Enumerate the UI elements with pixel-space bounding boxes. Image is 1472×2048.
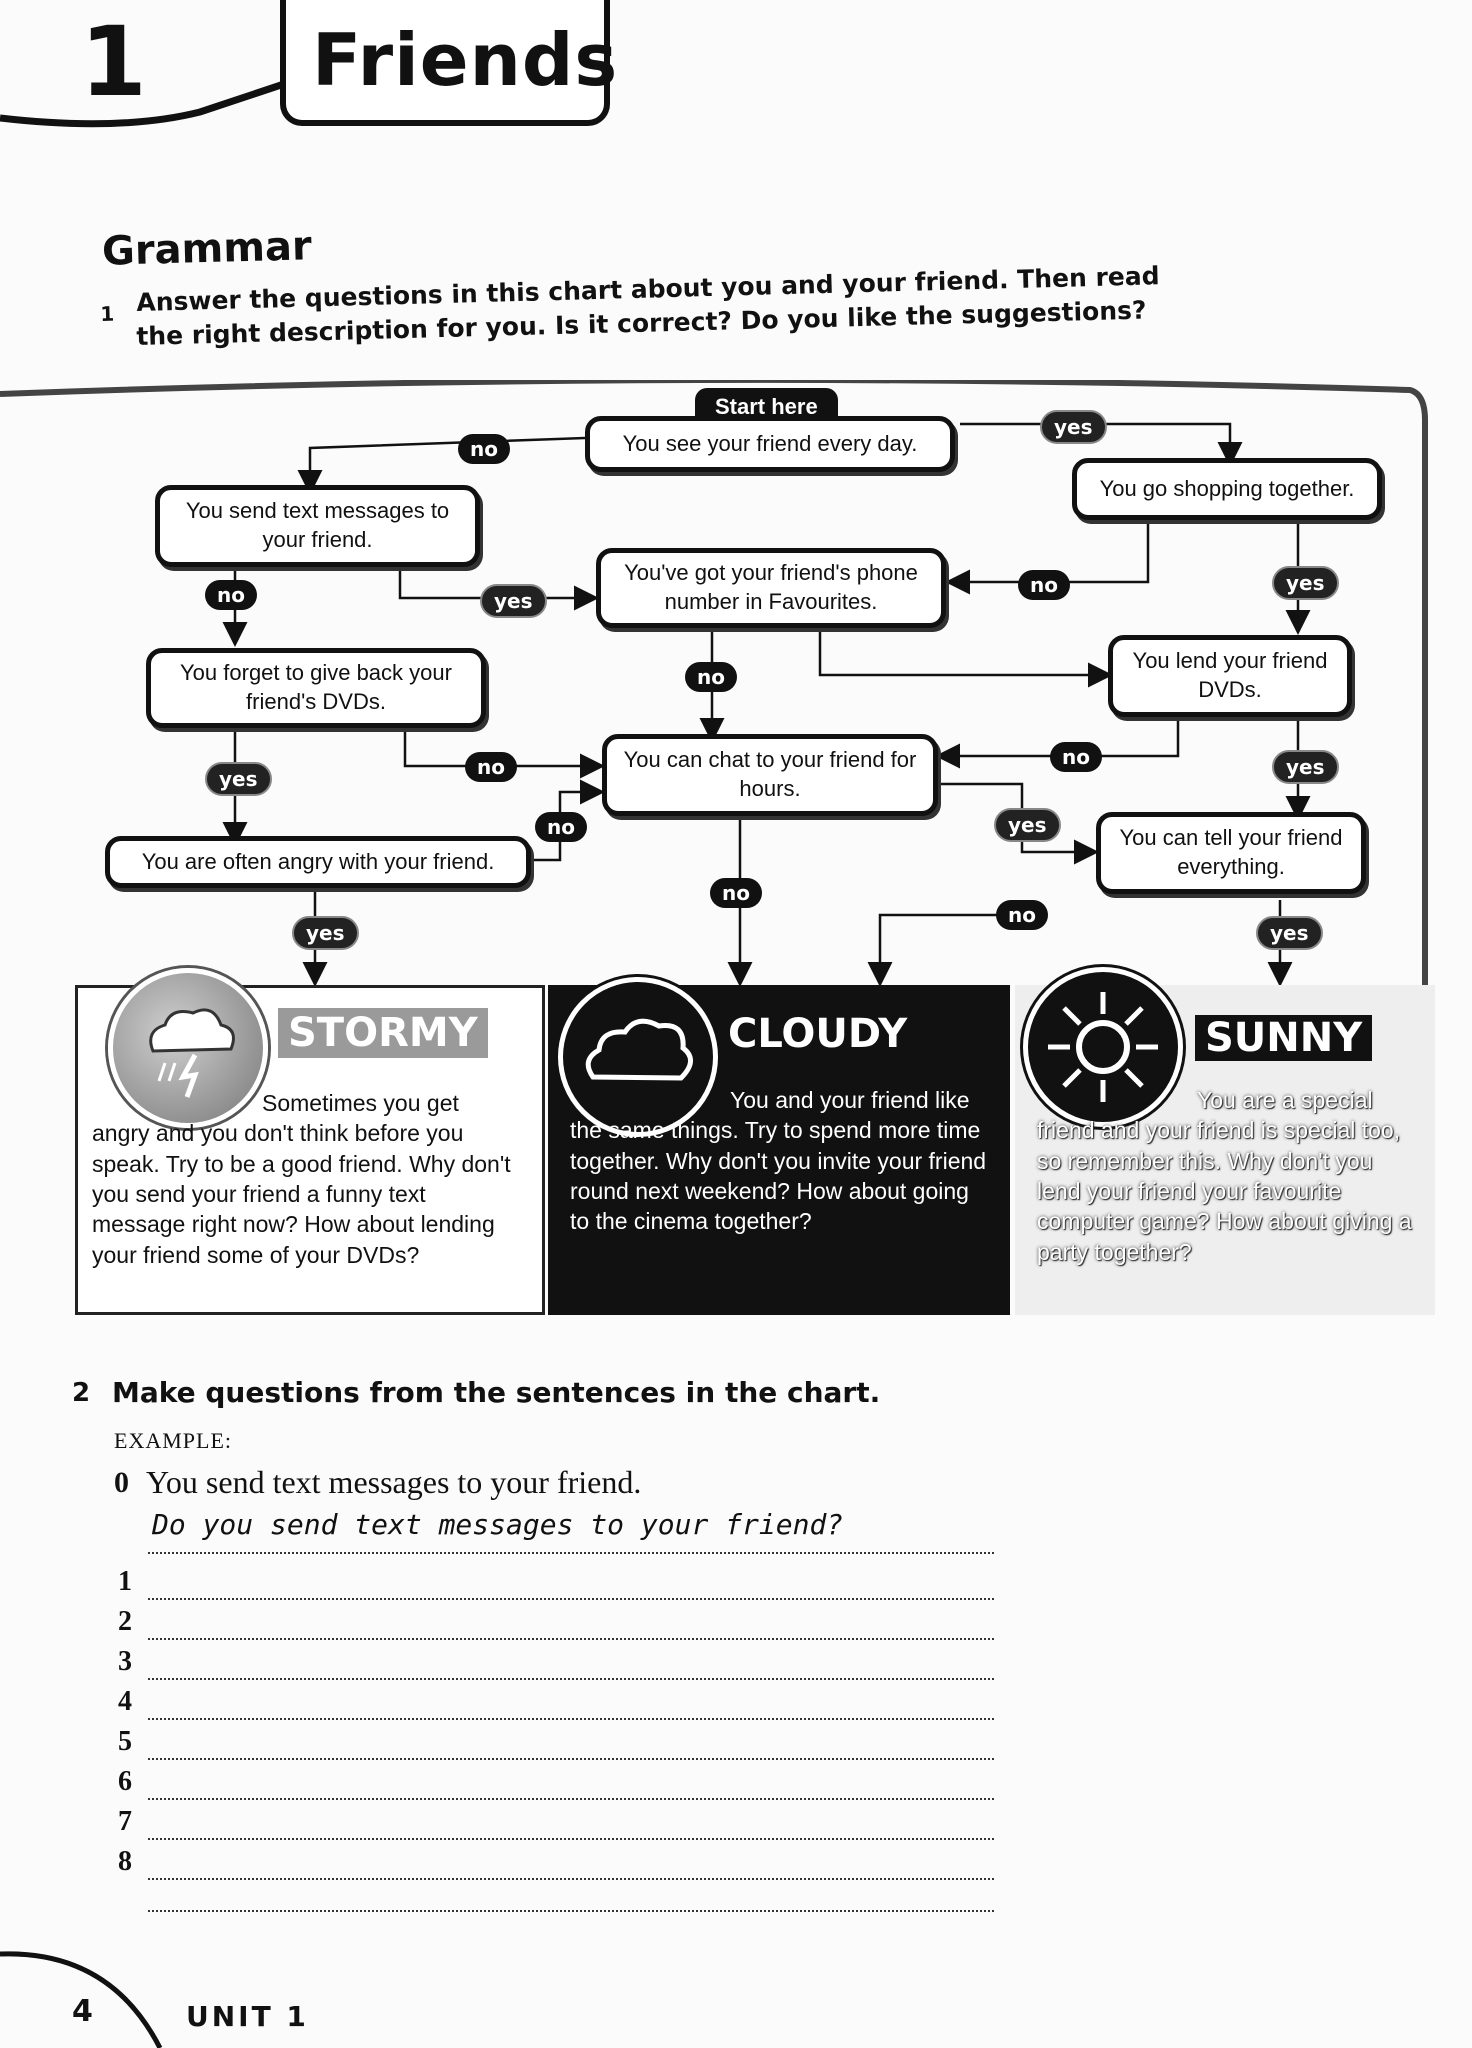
result-panel-stormy: STORMY Sometimes you get angry and you d…	[75, 968, 545, 1315]
node-tell-everything: You can tell your friend everything.	[1096, 812, 1366, 894]
answer-line-3[interactable]	[148, 1678, 994, 1680]
answer-line-1[interactable]	[148, 1598, 994, 1600]
section-heading: Grammar	[101, 223, 313, 275]
answer-line-7[interactable]	[148, 1838, 994, 1840]
label-yes: yes	[1272, 750, 1339, 784]
answer-number: 3	[118, 1646, 132, 1677]
example-answer: Do you send text messages to your friend…	[152, 1508, 844, 1541]
answer-line-extra[interactable]	[148, 1910, 994, 1912]
label-yes: yes	[1272, 566, 1339, 600]
label-no: no	[685, 662, 737, 692]
footer-curve	[0, 1951, 163, 2048]
label-yes: yes	[1040, 410, 1107, 444]
label-no: no	[458, 434, 510, 464]
cloud-icon	[558, 977, 718, 1137]
cloudy-heading: CLOUDY	[728, 1011, 908, 1057]
node-forget-dvds: You forget to give back your friend's DV…	[146, 648, 486, 728]
header-curve	[0, 78, 292, 128]
unit-number: 1	[80, 6, 147, 118]
exercise-2-instruction: Make questions from the sentences in the…	[112, 1376, 881, 1409]
label-yes: yes	[994, 808, 1061, 842]
sunny-heading: SUNNY	[1195, 1015, 1373, 1061]
example-label: EXAMPLE:	[114, 1428, 232, 1453]
exercise-2-number: 2	[72, 1378, 91, 1408]
node-phone-number: You've got your friend's phone number in…	[596, 548, 946, 628]
stormy-text: Sometimes you get angry and you don't th…	[92, 1090, 511, 1268]
node-chat-hours: You can chat to your friend for hours.	[602, 734, 938, 816]
cloudy-text: You and your friend like the same things…	[570, 1087, 987, 1235]
label-yes: yes	[480, 584, 547, 618]
example-sentence: You send text messages to your friend.	[146, 1464, 642, 1500]
label-no: no	[535, 812, 587, 842]
label-no: no	[1018, 570, 1070, 600]
label-no: no	[205, 580, 257, 610]
answer-line-6[interactable]	[148, 1798, 994, 1800]
page-number: 4	[72, 1994, 93, 2029]
node-angry: You are often angry with your friend.	[105, 836, 531, 888]
sun-icon	[1023, 967, 1183, 1127]
node-lend-dvds: You lend your friend DVDs.	[1108, 635, 1352, 717]
answer-line-2[interactable]	[148, 1638, 994, 1640]
answer-number: 4	[118, 1686, 132, 1717]
result-panel-cloudy: CLOUDY You and your friend like the same…	[548, 977, 1010, 1315]
label-no: no	[465, 752, 517, 782]
sunny-text: You are a special friend and your friend…	[1037, 1087, 1412, 1265]
label-yes: yes	[1256, 916, 1323, 950]
answer-line-4[interactable]	[148, 1718, 994, 1720]
label-no: no	[996, 900, 1048, 930]
answer-number: 5	[118, 1726, 132, 1757]
storm-cloud-icon	[108, 968, 268, 1128]
answer-line-5[interactable]	[148, 1758, 994, 1760]
answer-number: 6	[118, 1766, 132, 1797]
answer-number: 7	[118, 1806, 132, 1837]
label-yes: yes	[292, 916, 359, 950]
answer-number: 2	[118, 1606, 132, 1637]
label-no: no	[710, 878, 762, 908]
stormy-heading: STORMY	[278, 1008, 488, 1058]
node-shopping: You go shopping together.	[1072, 458, 1382, 520]
example-number: 0	[114, 1466, 129, 1499]
answer-number: 8	[118, 1846, 132, 1877]
node-see-friend: You see your friend every day.	[585, 416, 955, 472]
label-no: no	[1050, 742, 1102, 772]
answer-number: 1	[118, 1566, 132, 1597]
page-title: Friends	[312, 18, 619, 102]
exercise-1-number: 1	[100, 301, 115, 326]
answer-line-8[interactable]	[148, 1878, 994, 1880]
title-box	[280, 0, 610, 126]
flowchart: Start here You see your friend every day…	[0, 380, 1435, 1340]
result-panel-sunny: SUNNY You are a special friend and your …	[1015, 967, 1435, 1315]
node-text-messages: You send text messages to your friend.	[155, 485, 480, 567]
example-answer-line	[148, 1552, 994, 1554]
unit-label: UNIT 1	[186, 2000, 309, 2033]
label-yes: yes	[205, 762, 272, 796]
